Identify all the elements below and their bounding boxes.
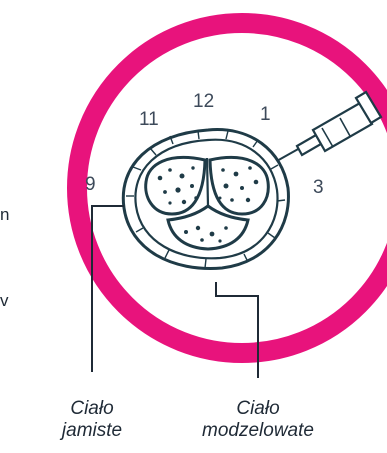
clock-number-12: 12 [193,91,215,112]
right-corpus-cavernosum [208,155,270,216]
septum [205,157,210,207]
label-corpus-cavernosum-line2: jamiste [61,420,123,441]
corpus-spongiosum [166,204,250,251]
clock-number-11: 11 [139,109,159,130]
sinusoid-dots [157,166,259,243]
left-corpus-cavernosum [144,155,207,216]
tissue-hatching [126,130,286,269]
clock-number-1: 1 [260,104,271,125]
label-corpus-cavernosum-line1: Ciało [70,398,114,419]
leader-line-spongiosum [215,282,259,378]
label-corpus-spongiosum: Ciało modzelowate [180,398,336,442]
penis-cross-section [121,128,290,270]
clock-number-3: 3 [313,177,324,198]
label-corpus-spongiosum-line1: Ciało [236,398,280,419]
pink-ring [67,13,387,363]
leader-line-cavernosum [91,205,124,372]
cropped-text-fragment-2: v [0,291,9,310]
cropped-text-fragment-1: n [0,205,10,224]
label-corpus-spongiosum-line2: modzelowate [202,420,314,441]
label-corpus-cavernosum: Ciało jamiste [50,398,134,442]
clock-number-9: 9 [85,174,96,195]
